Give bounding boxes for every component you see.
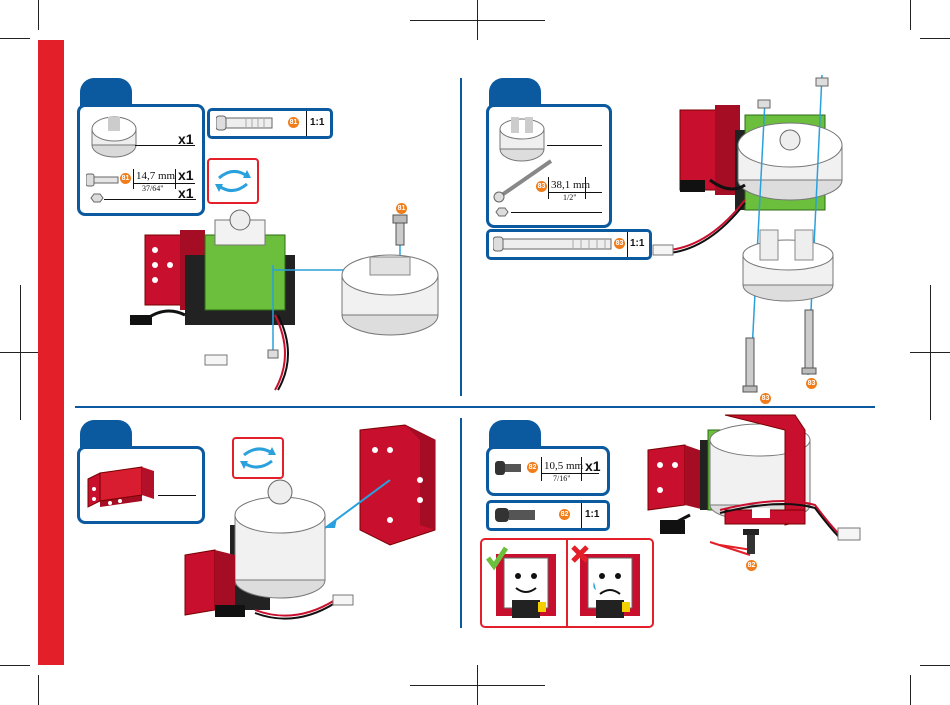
scale-label: 1:1	[310, 117, 324, 128]
screw-part-icon	[86, 173, 120, 187]
part-number-badge: 83	[536, 181, 547, 192]
nut-part-icon	[495, 207, 509, 217]
part-callout-badge: 82	[746, 560, 757, 571]
parts-box: x1 81 14,7 mm 37/64" x1 x1	[77, 104, 205, 216]
correct-orientation-illustration	[486, 544, 564, 622]
long-screw-scale-icon	[493, 236, 615, 252]
part-leader	[547, 145, 602, 146]
rotate-indicator	[207, 158, 259, 204]
screw-part-icon	[495, 459, 525, 477]
qty-label: x1	[178, 185, 194, 201]
registration-mark	[20, 285, 21, 420]
part-number-badge: 81	[288, 117, 299, 128]
dim-tick	[581, 457, 582, 481]
scale-divider	[581, 503, 582, 528]
crop-mark	[910, 675, 911, 705]
step4-assembly-illustration	[630, 410, 880, 580]
qty-label: x1	[178, 131, 194, 147]
scale-box: 82 1:1	[486, 500, 610, 531]
registration-mark	[930, 285, 931, 420]
parts-box: 82 10,5 mm 7/16" x1	[486, 446, 610, 496]
long-screw-part-icon	[493, 157, 555, 203]
rotate-arrows-icon	[213, 164, 253, 198]
parts-box: 83 38,1 mm 1/2"	[486, 104, 612, 228]
dim-tick	[585, 177, 586, 199]
crop-mark	[910, 0, 911, 30]
scale-divider	[306, 111, 307, 136]
step1-assembly-illustration	[125, 205, 455, 400]
scale-box: 81 1:1	[207, 108, 333, 139]
panel-divider	[460, 418, 462, 628]
part-callout-badge: 83	[806, 378, 817, 389]
part-number-badge: 82	[527, 462, 538, 473]
qty-label: x1	[585, 458, 601, 474]
part-number-badge: 81	[120, 173, 131, 184]
step3-assembly-illustration	[175, 420, 445, 625]
length-imperial: 1/2"	[563, 193, 577, 202]
length-imperial: 37/64"	[142, 184, 164, 193]
part-number-badge: 83	[614, 238, 625, 249]
scale-divider	[627, 232, 628, 257]
crop-mark	[38, 0, 39, 30]
panel-divider	[566, 540, 568, 626]
dim-tick	[548, 177, 549, 199]
crop-mark	[0, 665, 30, 666]
qty-label: x1	[178, 167, 194, 183]
length-imperial: 7/16"	[553, 474, 571, 483]
crop-mark	[920, 38, 950, 39]
bracket-part-icon	[86, 465, 158, 509]
correct-incorrect-panel	[480, 538, 654, 628]
length-metric: 10,5 mm	[544, 460, 583, 472]
length-metric: 14,7 mm	[136, 170, 175, 182]
crop-mark	[38, 675, 39, 705]
part-callout-badge: 81	[396, 203, 407, 214]
dim-tick	[133, 169, 134, 189]
step2-assembly-illustration	[650, 70, 870, 405]
part-leader	[511, 212, 602, 213]
dim-tick	[175, 169, 176, 189]
screw-scale-icon	[216, 115, 276, 131]
part-number-badge: 82	[559, 509, 570, 520]
registration-mark	[477, 665, 478, 705]
registration-mark	[477, 0, 478, 40]
crop-mark	[0, 38, 30, 39]
part-callout-badge: 83	[760, 393, 771, 404]
panel-divider	[460, 78, 462, 396]
scale-label: 1:1	[585, 509, 599, 520]
page-edge-bar	[38, 40, 64, 665]
hub-part-icon	[88, 113, 140, 161]
nut-part-icon	[90, 193, 104, 203]
dim-tick	[541, 457, 542, 481]
scale-box: 83 1:1	[486, 229, 652, 260]
screw-scale-icon	[495, 507, 539, 523]
scale-label: 1:1	[630, 238, 644, 249]
panel-divider	[75, 406, 875, 408]
crop-mark	[920, 665, 950, 666]
